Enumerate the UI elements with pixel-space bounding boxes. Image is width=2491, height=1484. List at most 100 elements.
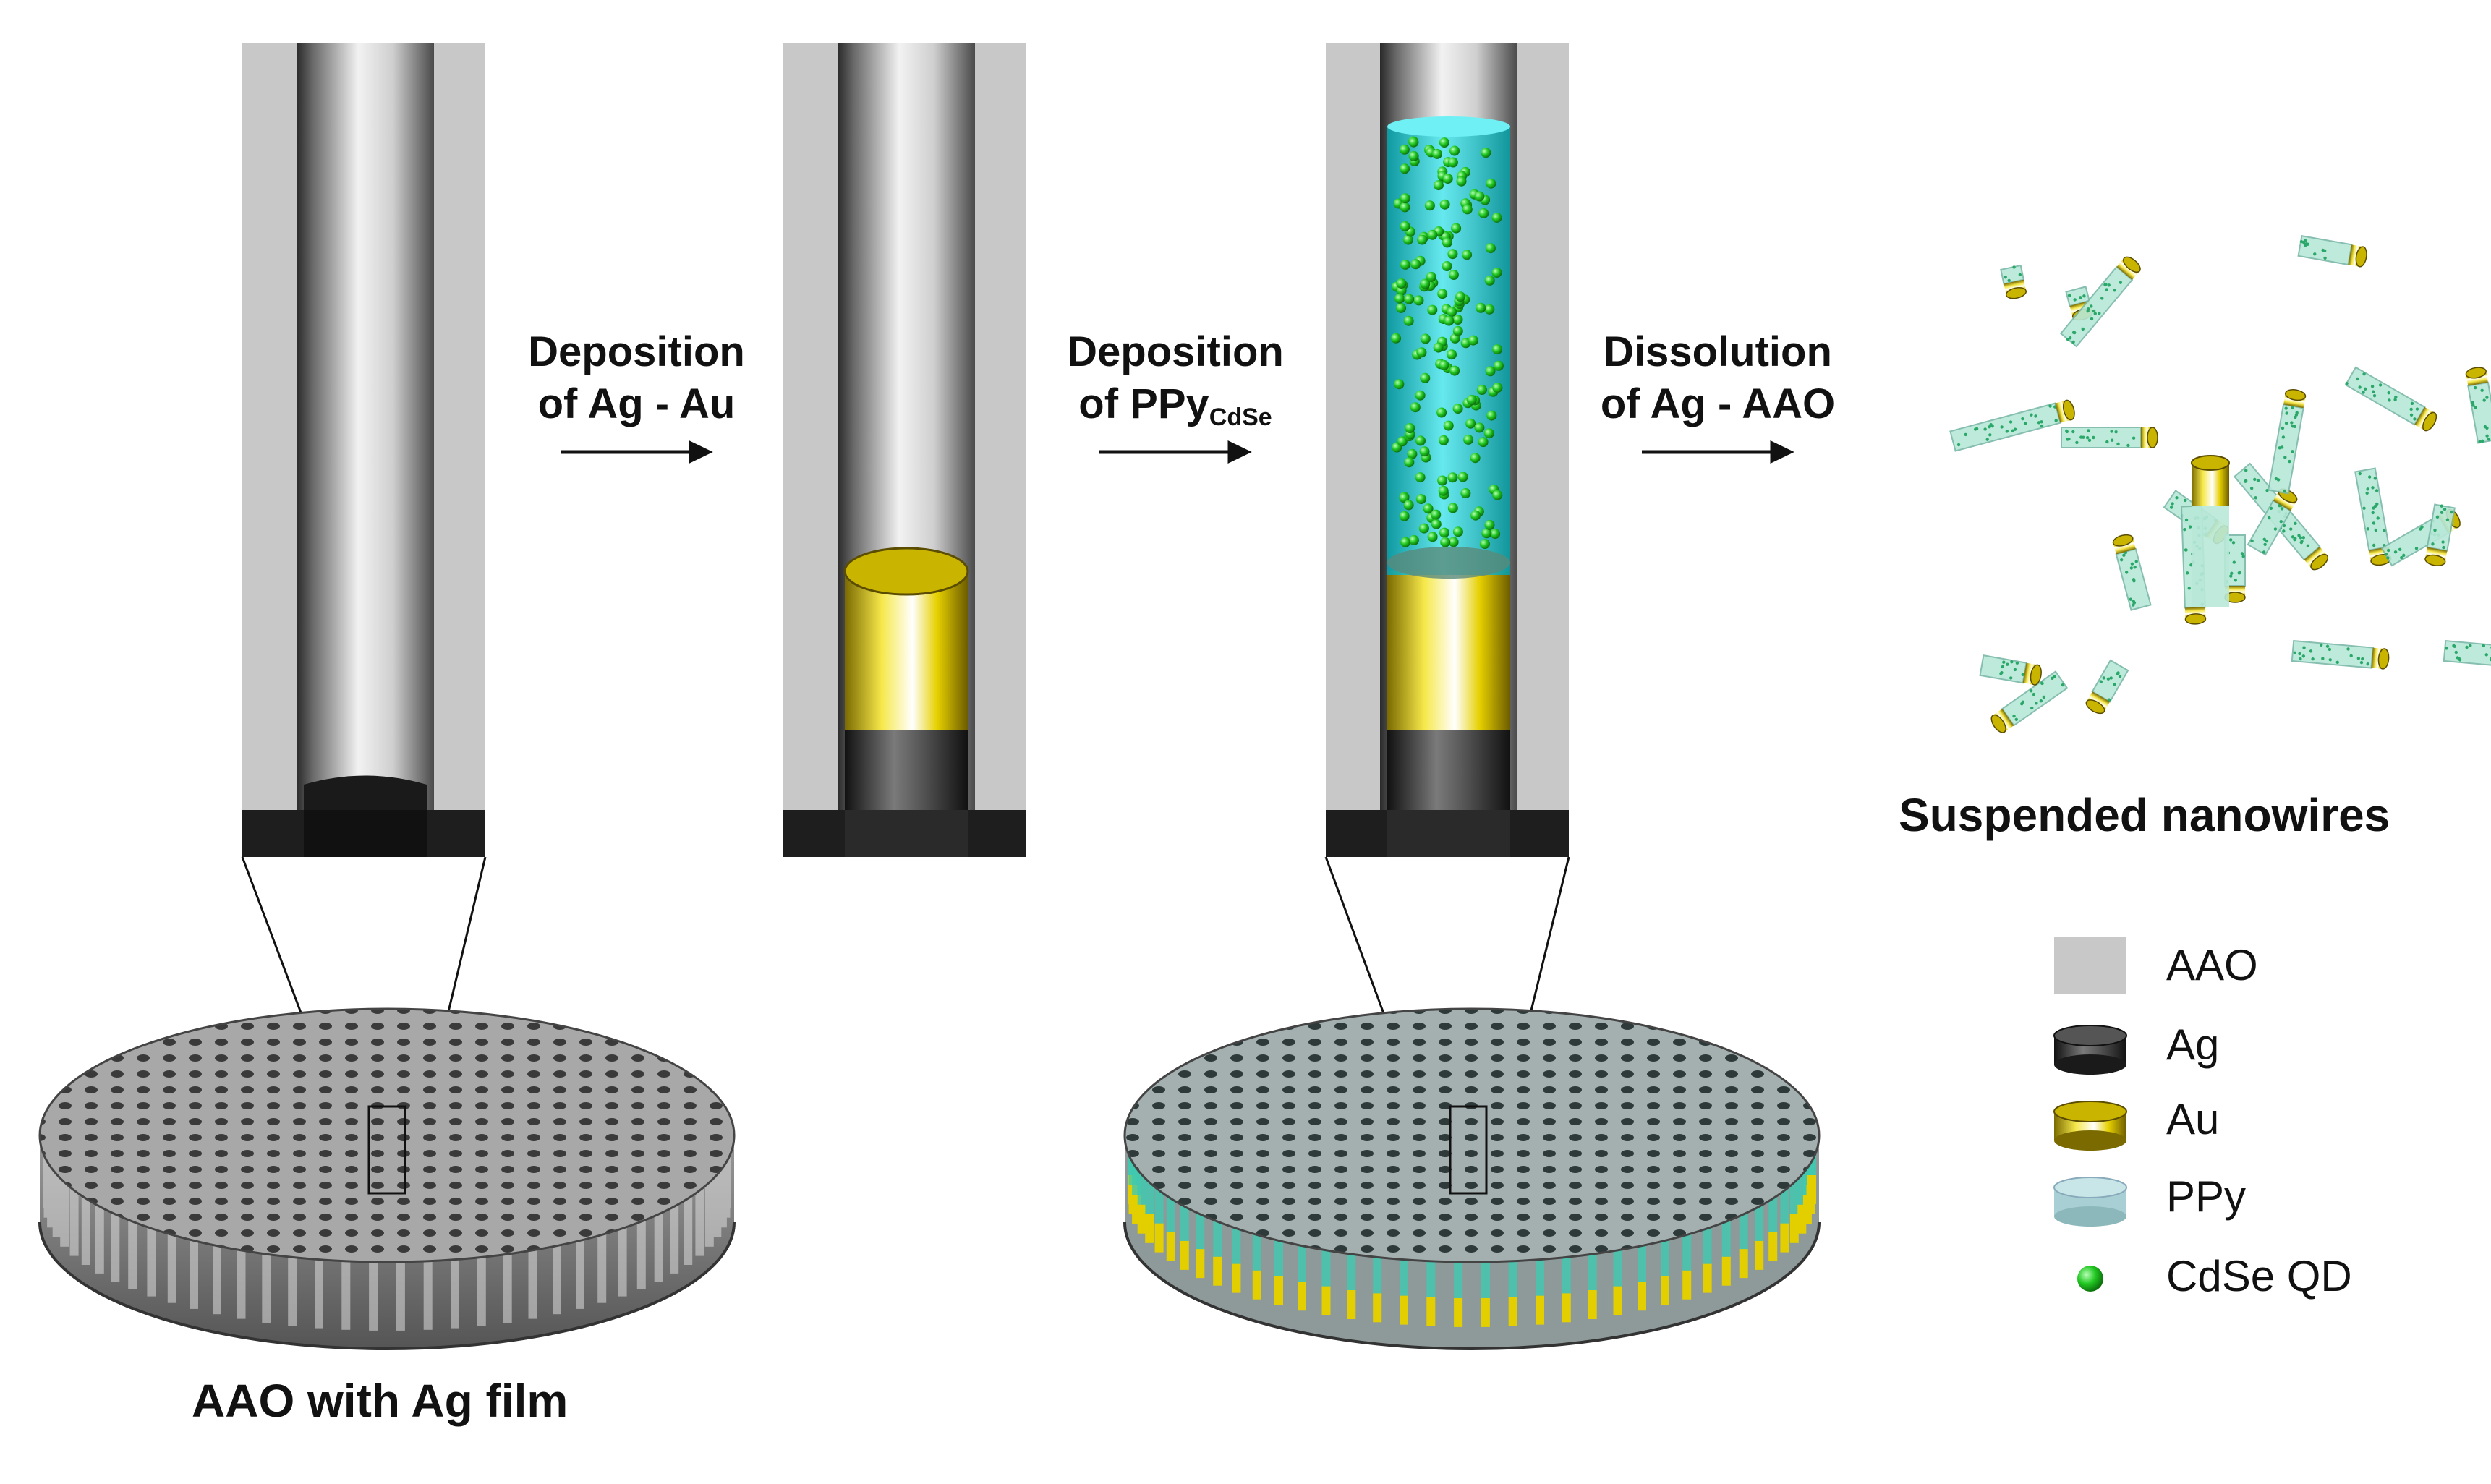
pore-column <box>288 1253 297 1326</box>
pore-column-ppy <box>1426 1261 1435 1297</box>
qd-dot <box>1470 511 1481 521</box>
qd-dot <box>1409 535 1419 545</box>
nanowire <box>2344 367 2439 433</box>
aao-membrane-left <box>40 1009 734 1349</box>
pore-column-au <box>1755 1241 1763 1270</box>
qd-dot <box>1400 260 1410 270</box>
qd-dot <box>1439 528 1449 538</box>
nanowire-prominent <box>2192 456 2229 607</box>
nanowire <box>2292 641 2390 669</box>
pore-column <box>82 1193 90 1265</box>
qd-dot <box>1419 524 1429 534</box>
pore-column-au <box>1638 1282 1646 1310</box>
qd-dot <box>1492 344 1502 354</box>
qd-dot <box>1431 519 1442 529</box>
pore-column-ppy <box>1232 1228 1240 1264</box>
qd-dot <box>1481 148 1491 158</box>
pore-column-ppy <box>1755 1205 1763 1241</box>
pore-column-ppy <box>1180 1205 1189 1241</box>
au-cylinder-icon <box>2054 1101 2126 1151</box>
qd-dot <box>1416 494 1426 504</box>
qd-dot <box>1449 146 1460 156</box>
pore-column <box>369 1258 378 1331</box>
nanowire <box>2112 533 2151 610</box>
qd-dot <box>1400 163 1410 174</box>
pore-column <box>695 1184 704 1256</box>
pore-column <box>655 1209 663 1282</box>
qd-dot <box>1486 411 1496 421</box>
pore-column <box>684 1193 692 1265</box>
qd-dot <box>1417 235 1427 245</box>
pore-column-ppy <box>1740 1213 1748 1249</box>
pore-column-au <box>1536 1296 1544 1325</box>
pore-column-au <box>1614 1287 1622 1315</box>
qd-dot <box>1404 316 1414 326</box>
qd-dot <box>1420 446 1430 456</box>
qd-dot <box>1427 230 1437 240</box>
qd-dot <box>1396 303 1406 313</box>
qd-dot <box>1449 366 1460 376</box>
pore-column-ppy <box>1322 1250 1331 1287</box>
pore-column <box>597 1231 606 1303</box>
cdse-qd-icon <box>2077 1266 2103 1292</box>
qd-dot <box>1486 366 1496 376</box>
qd-dot <box>1492 383 1502 393</box>
qd-dot <box>1460 488 1470 498</box>
pore-column-au <box>1426 1297 1435 1326</box>
aao-swatch-icon <box>2054 937 2126 994</box>
pore-column <box>190 1237 198 1309</box>
qd-dot <box>1442 261 1452 271</box>
pore-column-ppy <box>1703 1228 1712 1264</box>
qd-dot <box>1447 472 1457 482</box>
qd-dot <box>1485 520 1495 530</box>
step-1-label: Deposition of Ag - Au <box>485 331 788 425</box>
pore-column <box>95 1201 104 1274</box>
qd-dot <box>1447 307 1457 317</box>
qd-dot <box>1494 361 1504 371</box>
qd-dot <box>1453 404 1463 414</box>
qd-dot <box>1404 500 1414 510</box>
pore-column-au <box>1562 1293 1571 1322</box>
pore-column-ppy <box>1274 1240 1283 1276</box>
qd-dot <box>1467 395 1477 405</box>
qd-dot <box>1400 221 1410 231</box>
panel-2-ag-au-pore <box>783 43 1026 857</box>
qd-dot <box>1400 511 1410 521</box>
nanowire <box>2424 503 2455 567</box>
nanowire <box>2268 388 2306 494</box>
pore-column-ppy <box>1722 1221 1731 1257</box>
pore-column-ppy <box>1373 1257 1381 1293</box>
pore-column-au <box>1780 1224 1789 1253</box>
pore-column <box>670 1201 678 1274</box>
qd-dot <box>1439 486 1449 496</box>
qd-dot <box>1463 435 1473 445</box>
qd-dot <box>1443 174 1453 184</box>
qd-dot <box>1400 202 1410 212</box>
qd-dot <box>1421 334 1431 344</box>
qd-dot <box>1425 200 1435 210</box>
qd-dot <box>1448 503 1458 513</box>
qd-dot <box>1465 419 1476 429</box>
pore-column <box>128 1217 137 1289</box>
pore-column-au <box>1588 1290 1597 1319</box>
pore-column-au <box>1347 1290 1355 1319</box>
qd-dot <box>1431 510 1441 520</box>
qd-dot <box>1453 326 1463 336</box>
nanowire <box>2001 264 2027 300</box>
pore-column-au <box>1400 1296 1408 1325</box>
qd-dot <box>1439 360 1449 370</box>
pore-column-au <box>1253 1271 1261 1300</box>
nanowire <box>2061 427 2158 448</box>
pore-column-au <box>1682 1271 1691 1300</box>
pore-column <box>503 1250 512 1323</box>
pore-column <box>451 1256 459 1329</box>
pore-column-ppy <box>1213 1221 1222 1257</box>
nanowire <box>2297 236 2368 268</box>
legend-label-ppy: PPy <box>2166 1175 2246 1219</box>
qd-dot <box>1415 391 1426 401</box>
pore-column-ppy <box>1682 1234 1691 1271</box>
pore-column <box>576 1237 584 1309</box>
pore-column-au <box>1703 1264 1712 1293</box>
qd-dot <box>1470 453 1481 463</box>
pore-column <box>237 1247 246 1319</box>
